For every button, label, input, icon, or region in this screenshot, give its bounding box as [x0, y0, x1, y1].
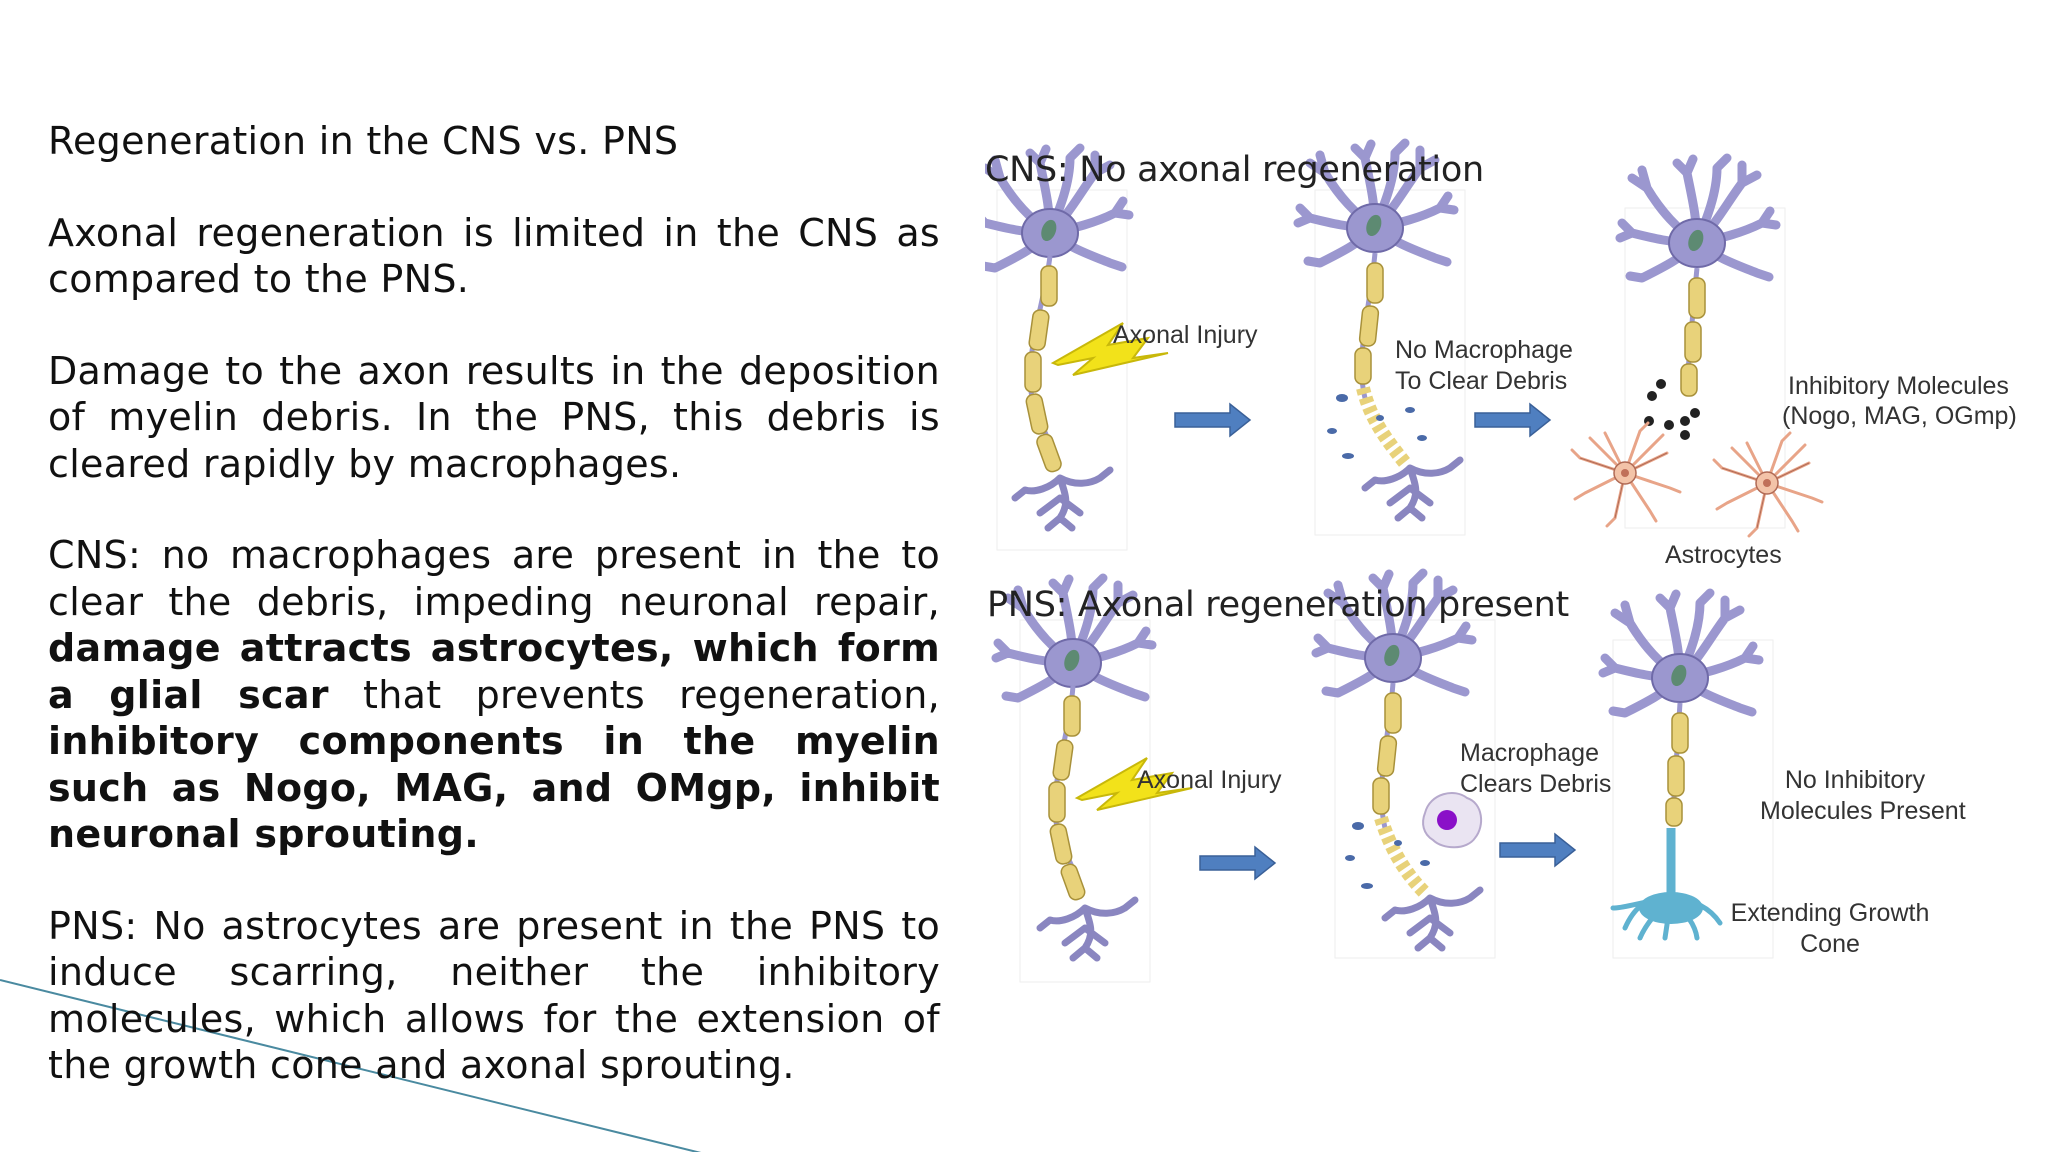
- cns-neuron-injured: [985, 148, 1169, 551]
- paragraph-limited-regeneration: Axonal regeneration is limited in the CN…: [48, 210, 940, 302]
- pns-growth-cone-label-2: Cone: [1800, 930, 1860, 958]
- cns-bold-inhibitory: inhibitory components in the myelin such…: [48, 719, 940, 856]
- cns-neuron-debris: [1298, 143, 1466, 536]
- pns-neuron-injured: [996, 578, 1193, 983]
- pns-neuron-macrophage: [1316, 573, 1496, 959]
- regeneration-figure: CNS: No axonal regeneration PNS: Axonal …: [985, 138, 2025, 1018]
- cns-bold-astrocytes: damage attracts astrocytes, which form a…: [48, 626, 940, 717]
- slide-heading: Regeneration in the CNS vs. PNS: [48, 119, 679, 163]
- cns-injury-label: Axonal Injury: [1113, 321, 1258, 349]
- cns-title: CNS: No axonal regeneration: [985, 150, 1484, 190]
- cns-neuron-scar: [1570, 158, 1824, 538]
- cns-inhibitory-label-2: (Nogo, MAG, OGmp): [1782, 402, 2017, 430]
- pns-neuron-growth-cone: [1603, 593, 1774, 959]
- figure-artwork: [985, 138, 1824, 983]
- pns-title: PNS: Axonal regeneration present: [987, 585, 1569, 625]
- cns-inhibitory-label-1: Inhibitory Molecules: [1788, 372, 2009, 400]
- paragraph-myelin-debris: Damage to the axon results in the deposi…: [48, 348, 940, 486]
- pns-macrophage-label-1: Macrophage: [1460, 739, 1599, 767]
- paragraph-cns: CNS: no macrophages are present in the t…: [48, 532, 940, 858]
- pns-injury-label: Axonal Injury: [1137, 766, 1282, 794]
- paragraph-pns: PNS: No astrocytes are present in the PN…: [48, 903, 940, 1088]
- cns-astrocytes-label: Astrocytes: [1665, 541, 1782, 569]
- cns-text-2: that prevents regeneration,: [363, 672, 940, 717]
- pns-macrophage-label-2: Clears Debris: [1460, 770, 1612, 798]
- pns-no-inhibitory-label-2: Molecules Present: [1760, 797, 1966, 825]
- pns-no-inhibitory-label-1: No Inhibitory: [1784, 766, 1926, 794]
- pns-growth-cone-label-1: Extending Growth: [1730, 899, 1930, 927]
- cns-no-macrophage-label-2: To Clear Debris: [1395, 367, 1568, 395]
- text-column: Regeneration in the CNS vs. PNS Axonal r…: [48, 118, 940, 1134]
- cns-text-1: CNS: no macrophages are present in the t…: [48, 533, 940, 624]
- cns-no-macrophage-label-1: No Macrophage: [1395, 336, 1573, 364]
